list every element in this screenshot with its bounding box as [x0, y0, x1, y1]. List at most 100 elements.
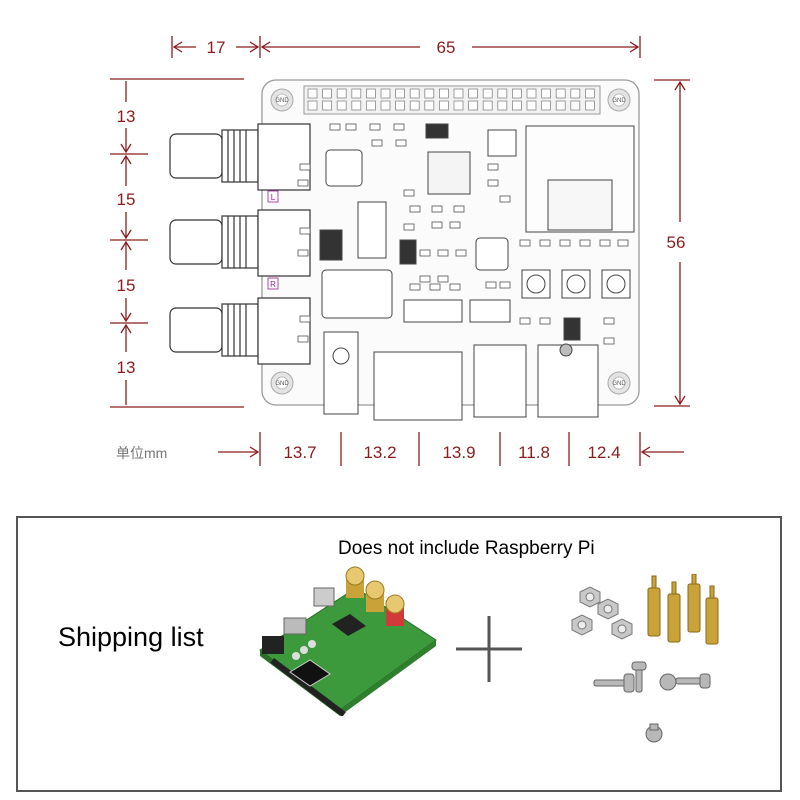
gpio-pin — [585, 88, 595, 99]
passive-part — [487, 179, 499, 187]
board-dimension-diagram: GND GND GND GND L R 17 65 56 13 15 15 13… — [110, 36, 690, 466]
gpio-pin — [570, 88, 581, 99]
dim-left-15-upper: 15 — [117, 190, 136, 209]
gpio-pin — [322, 100, 333, 111]
gpio-pin — [424, 100, 435, 111]
dim-bottom-13-2: 13.2 — [363, 443, 396, 462]
shipping-note: Does not include Raspberry Pi — [338, 538, 595, 559]
passive-part — [539, 239, 551, 247]
unit-label: 单位mm — [116, 445, 167, 461]
gpio-pin — [395, 88, 406, 99]
gpio-pin — [541, 100, 551, 111]
dim-right-56: 56 — [667, 233, 686, 252]
passive-part — [437, 275, 449, 283]
gpio-pin — [438, 88, 449, 99]
passive-part — [499, 281, 511, 289]
gnd-label: GND — [612, 98, 626, 104]
board-components — [319, 123, 635, 421]
passive-part — [395, 139, 407, 147]
passive-part — [487, 163, 499, 171]
passive-part — [299, 163, 311, 171]
gpio-pin — [380, 100, 391, 111]
dim-bottom-13-7: 13.7 — [283, 443, 316, 462]
hat-board: GND GND GND GND L R — [169, 79, 640, 421]
gpio-pin — [351, 88, 362, 99]
passive-part — [429, 283, 441, 291]
rca-jack-middle — [169, 209, 311, 277]
passive-part — [603, 337, 615, 345]
gpio-pin — [307, 100, 318, 111]
gnd-label: GND — [275, 98, 289, 104]
gnd-label: GND — [275, 381, 289, 387]
shipping-title: Shipping list — [58, 622, 204, 652]
passive-part — [449, 221, 461, 229]
gpio-pin — [409, 100, 420, 111]
passive-part — [431, 221, 443, 229]
gpio-pin — [541, 88, 551, 99]
passive-part — [297, 179, 309, 187]
dim-bottom-11-8: 11.8 — [518, 443, 550, 462]
passive-part — [403, 223, 415, 231]
gpio-pin — [585, 100, 595, 111]
dim-bottom-13-9: 13.9 — [442, 443, 475, 462]
passive-part — [419, 249, 431, 257]
mounting-holes — [270, 88, 631, 395]
gpio-pin — [307, 88, 318, 99]
rca-jack-top — [169, 123, 311, 191]
passive-part — [393, 123, 405, 131]
passive-part — [485, 281, 497, 289]
passive-part — [453, 205, 465, 213]
gpio-pin — [512, 88, 522, 99]
gpio-pin — [453, 88, 464, 99]
passive-part — [599, 239, 611, 247]
passive-part — [579, 239, 591, 247]
passive-part — [409, 205, 421, 213]
passive-part — [329, 123, 341, 131]
gpio-pin — [453, 100, 464, 111]
passive-part — [499, 195, 511, 203]
gpio-pin — [409, 88, 420, 99]
dim-left-15-lower: 15 — [117, 276, 136, 295]
passive-part — [559, 239, 571, 247]
passive-part — [519, 239, 531, 247]
gpio-pin — [438, 100, 449, 111]
silkscreen-labels: GND GND GND GND — [275, 98, 626, 387]
dac-board-image — [259, 566, 437, 716]
passive-part — [409, 283, 421, 291]
right-channel-label: R — [270, 280, 276, 289]
passive-part — [419, 275, 431, 283]
gpio-pin — [468, 100, 479, 111]
gpio-pin — [570, 100, 581, 111]
gpio-pin — [322, 88, 333, 99]
rca-jack-bottom — [169, 297, 311, 365]
gpio-pin — [395, 100, 406, 111]
passive-part — [369, 123, 381, 131]
gpio-pin — [512, 100, 522, 111]
gpio-pin — [526, 100, 537, 111]
gpio-pin — [497, 88, 508, 99]
passive-part — [371, 139, 383, 147]
gpio-pin — [336, 88, 347, 99]
passive-part — [539, 317, 551, 325]
gpio-pin — [365, 88, 376, 99]
passive-part — [519, 317, 531, 325]
passive-part — [449, 283, 461, 291]
passive-part — [299, 227, 311, 235]
gpio-pin — [380, 88, 391, 99]
bottom-dimension-lines — [218, 432, 684, 466]
dim-bottom-12-4: 12.4 — [587, 443, 620, 462]
gpio-pin — [336, 100, 347, 111]
passive-part — [403, 189, 415, 197]
dim-left-13-bottom: 13 — [117, 358, 136, 377]
dimension-labels: 17 65 56 13 15 15 13 13.7 13.2 13.9 11.8… — [117, 38, 686, 462]
passive-components — [297, 123, 629, 345]
right-dimension-line — [654, 79, 690, 407]
gpio-pin — [497, 100, 508, 111]
gpio-pin — [365, 100, 376, 111]
left-channel-label: L — [271, 193, 276, 202]
passive-part — [617, 239, 629, 247]
gpio-pin — [424, 88, 435, 99]
passive-part — [297, 335, 309, 343]
shipping-list-panel: Does not include Raspberry Pi Shipping l… — [16, 516, 782, 792]
passive-part — [437, 249, 449, 257]
